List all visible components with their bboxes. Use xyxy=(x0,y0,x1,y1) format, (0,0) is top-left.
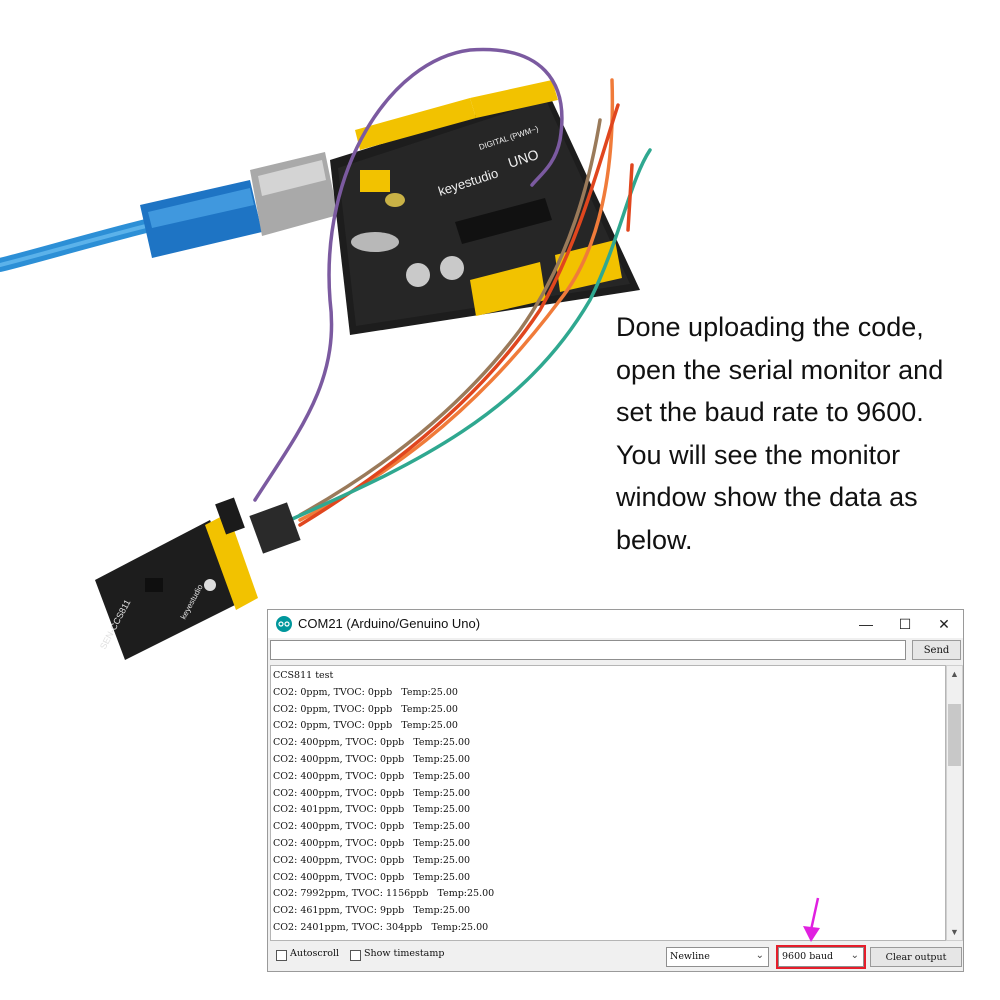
instruction-line: open the serial monitor and xyxy=(616,354,944,385)
output-line: CO2: 400ppm, TVOC: 0ppb Temp:25.00 xyxy=(273,737,471,749)
output-line: CO2: 491ppm, TVOC: 13ppb Temp:25.00 xyxy=(273,936,476,940)
arduino-board: keyestudio UNO DIGITAL (PWM~) xyxy=(330,80,640,335)
instructions-text: Done uploading the code, open the serial… xyxy=(616,306,986,561)
instruction-line: set the baud rate to 9600. xyxy=(616,397,924,427)
baud-rate-highlight-box xyxy=(776,945,866,969)
output-line: CO2: 0ppm, TVOC: 0ppb Temp:25.00 xyxy=(273,686,458,698)
output-line: CO2: 400ppm, TVOC: 0ppb Temp:25.00 xyxy=(273,787,471,799)
line-ending-select[interactable]: Newline ⌄ xyxy=(666,947,769,967)
sensor-board: SEN-CCS811 keyestudio xyxy=(95,497,301,660)
maximize-button[interactable]: ☐ xyxy=(898,615,912,632)
output-line: CCS811 test xyxy=(273,670,334,681)
arduino-icon xyxy=(276,616,292,632)
output-line: CO2: 461ppm, TVOC: 9ppb Temp:25.00 xyxy=(273,905,471,917)
show-timestamp-label: Show timestamp xyxy=(364,948,445,959)
chevron-down-icon: ⌄ xyxy=(850,950,859,961)
vertical-scrollbar[interactable]: ▲ ▼ xyxy=(946,665,963,941)
scroll-up-icon[interactable]: ▲ xyxy=(950,669,959,679)
usb-cable xyxy=(0,152,338,272)
clear-output-button[interactable]: Clear output xyxy=(870,947,962,967)
output-line: CO2: 2401ppm, TVOC: 304ppb Temp:25.00 xyxy=(273,922,489,933)
instruction-line: Done uploading the code, xyxy=(616,312,924,342)
send-button[interactable]: Send xyxy=(912,640,961,660)
output-line: CO2: 0ppm, TVOC: 0ppb Temp:25.00 xyxy=(273,703,458,715)
baud-rate-value: 9600 baud xyxy=(782,951,834,962)
chevron-down-icon: ⌄ xyxy=(755,950,764,961)
minimize-button[interactable]: — xyxy=(859,616,873,632)
output-line: CO2: 400ppm, TVOC: 0ppb Temp:25.00 xyxy=(273,754,471,765)
output-line: CO2: 400ppm, TVOC: 0ppb Temp:25.00 xyxy=(273,821,471,833)
jumper-wires xyxy=(253,47,652,527)
baud-rate-select[interactable]: 9600 baud ⌄ xyxy=(778,947,864,967)
output-line: CO2: 7992ppm, TVOC: 1156ppb Temp:25.00 xyxy=(273,888,495,900)
window-title: COM21 (Arduino/Genuino Uno) xyxy=(298,616,481,631)
line-ending-value: Newline xyxy=(670,951,710,962)
close-button[interactable]: ✕ xyxy=(938,615,950,632)
scroll-down-icon[interactable]: ▼ xyxy=(950,927,959,937)
input-row: Send xyxy=(270,640,961,662)
title-bar: COM21 (Arduino/Genuino Uno) — ☐ ✕ xyxy=(268,610,963,638)
instruction-line: You will see the monitor xyxy=(616,439,901,470)
serial-monitor-window: COM21 (Arduino/Genuino Uno) — ☐ ✕ Send C… xyxy=(267,609,964,972)
scroll-thumb[interactable] xyxy=(948,704,961,766)
output-line: CO2: 400ppm, TVOC: 0ppb Temp:25.00 xyxy=(273,838,471,849)
instruction-line: window show the data as xyxy=(616,482,918,512)
autoscroll-checkbox[interactable] xyxy=(276,950,287,961)
hardware-photo: keyestudio UNO DIGITAL (PWM~) SEN-CCS811… xyxy=(0,47,652,660)
pointer-arrow-icon xyxy=(803,897,820,942)
output-line: CO2: 400ppm, TVOC: 0ppb Temp:25.00 xyxy=(273,770,471,782)
output-line: CO2: 401ppm, TVOC: 0ppb Temp:25.00 xyxy=(273,804,471,816)
instruction-line: below. xyxy=(616,524,693,555)
output-line: CO2: 0ppm, TVOC: 0ppb Temp:25.00 xyxy=(273,720,458,732)
serial-input[interactable] xyxy=(270,640,906,660)
output-line: CO2: 400ppm, TVOC: 0ppb Temp:25.00 xyxy=(273,854,471,866)
output-line: CO2: 400ppm, TVOC: 0ppb Temp:25.00 xyxy=(273,871,471,883)
show-timestamp-checkbox[interactable] xyxy=(350,950,361,961)
autoscroll-label: Autoscroll xyxy=(290,948,340,959)
bottom-bar: Autoscroll Show timestamp Newline ⌄ 9600… xyxy=(268,943,963,971)
